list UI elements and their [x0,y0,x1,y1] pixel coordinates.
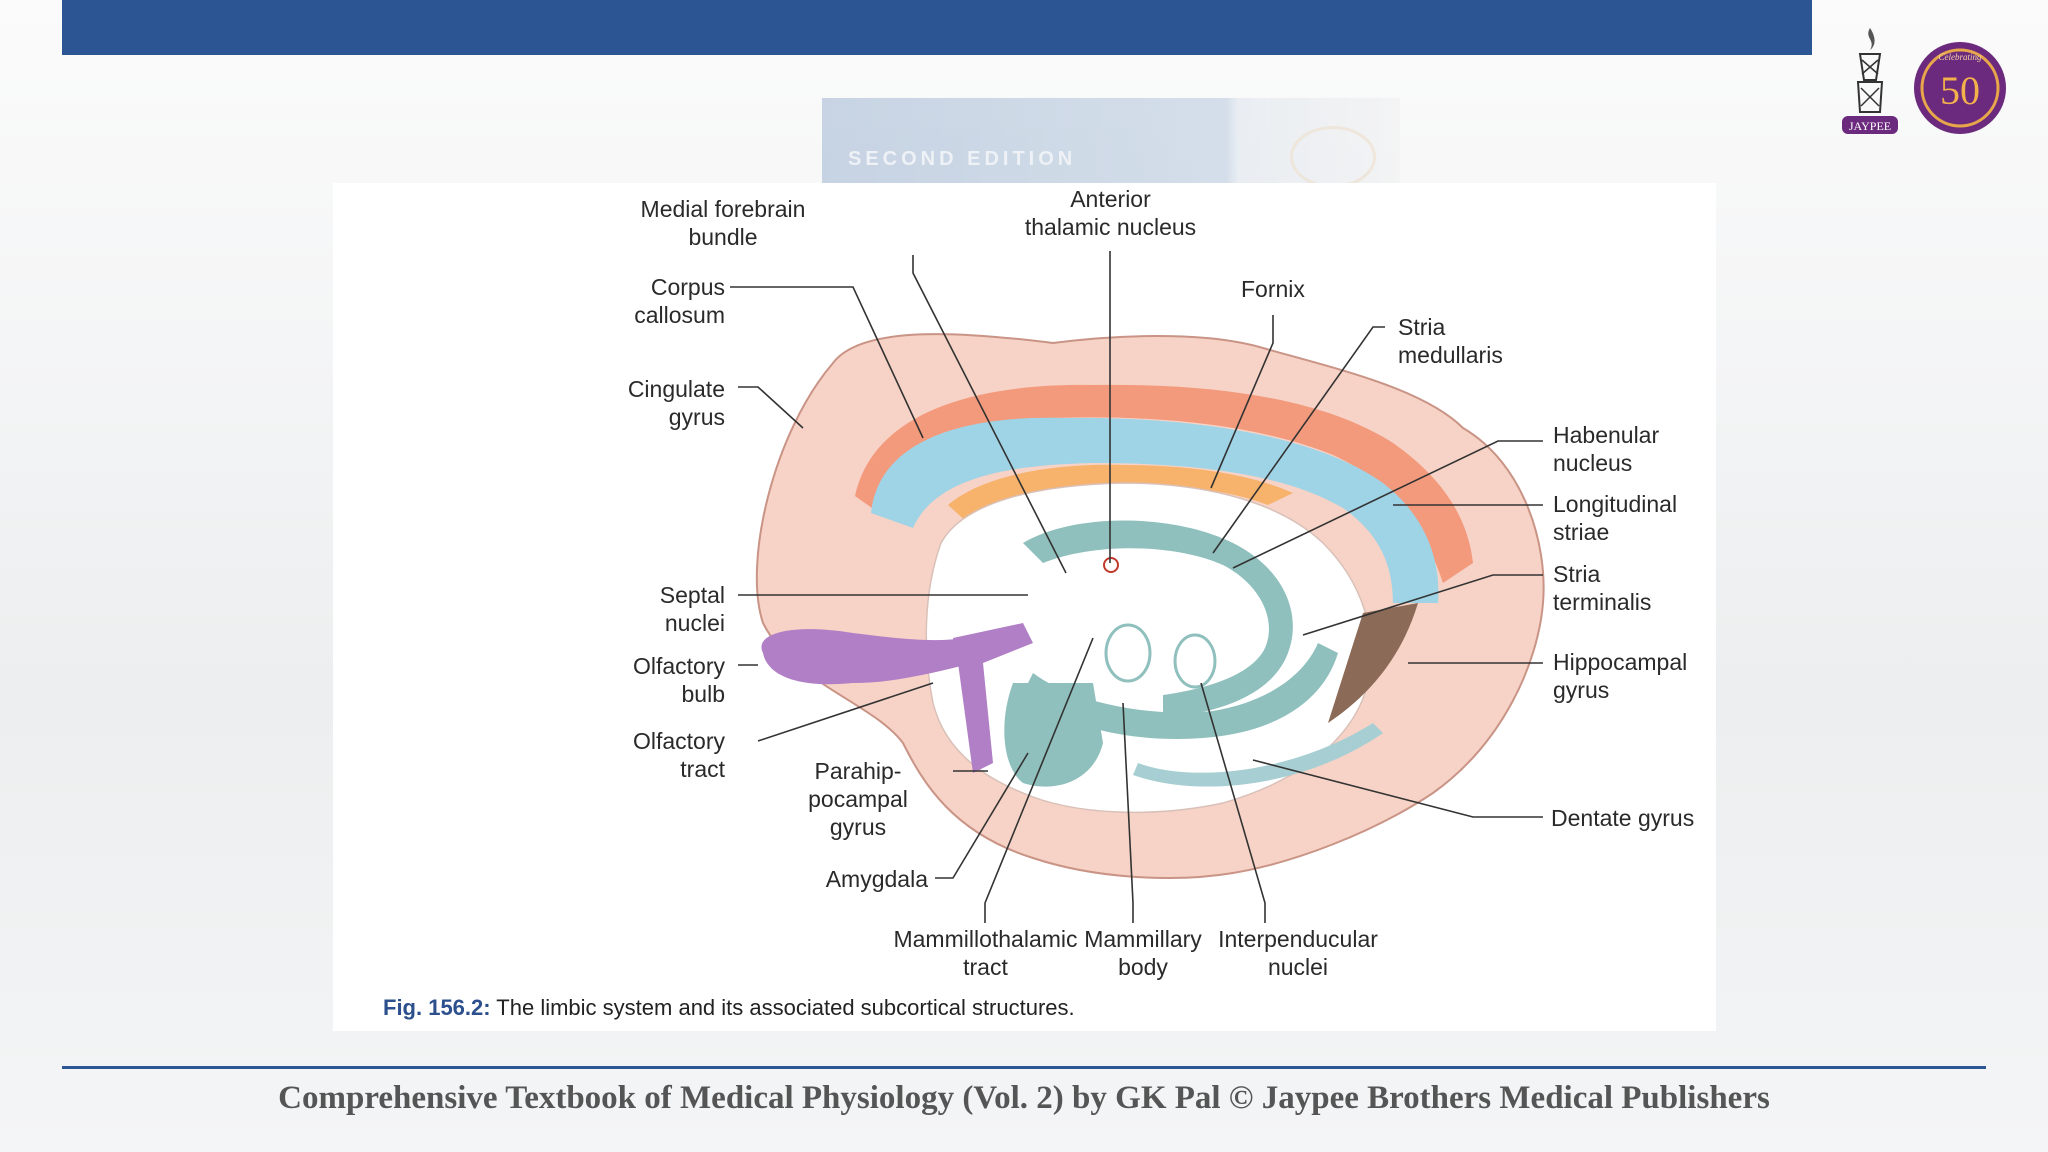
label-dentate-gyrus: Dentate gyrus [1551,805,1695,831]
header-bar [62,0,1812,55]
label-olfactory-tract: Olfactory tract [632,728,725,782]
footer-credit: Comprehensive Textbook of Medical Physio… [278,1080,1770,1116]
cover-seal-icon [1290,126,1376,188]
label-habenular-nucleus: Habenular nucleus [1553,422,1660,476]
olfactory-bulb [761,629,973,685]
label-corpus-callosum: Corpus callosum [634,274,725,328]
label-mammillary-body: Mammillary body [1084,926,1202,980]
corpus-callosum [871,417,1439,603]
label-medial-forebrain-bundle: Medial forebrain bundle [640,196,806,250]
label-cingulate-gyrus: Cingulate gyrus [627,376,725,430]
jaypee-brand-text: JAYPEE [1849,119,1891,133]
label-stria-terminalis: Stria terminalis [1553,561,1652,615]
dentate-strip [1133,723,1383,787]
figure-caption: Fig. 156.2: The limbic system and its as… [383,995,1075,1021]
figure-number: Fig. 156.2: [383,995,491,1020]
mammillary-body-left [1104,623,1152,683]
label-parahippocampal-gyrus: Parahip- pocampal gyrus [808,758,908,840]
figure-caption-text: The limbic system and its associated sub… [490,995,1075,1020]
badge-number-text: 50 [1940,68,1980,113]
label-mammillothalamic-tract: Mammillothalamic tract [893,926,1078,980]
mammillary-body-right [1173,633,1217,689]
label-stria-medullaris: Stria medullaris [1398,314,1503,368]
footer-rule [62,1066,1986,1069]
figure-panel: Medial forebrain bundle Anterior thalami… [333,183,1716,1031]
label-interpeduncular-nuclei: Interpenducular nuclei [1218,926,1378,980]
label-amygdala: Amygdala [825,866,928,892]
teal-lower-arc [1023,643,1338,739]
brown-wedge [1328,603,1418,723]
edition-text: SECOND EDITION [848,148,1077,170]
cingulate-band [855,384,1473,583]
limbic-system-diagram [730,251,1545,923]
leader-lines [730,251,1543,923]
anterior-thalamic-marker [1103,557,1119,573]
label-anterior-thalamic-nucleus: Anterior thalamic nucleus [1024,186,1197,240]
label-fornix: Fornix [1241,276,1305,302]
label-hippocampal-gyrus: Hippocampal gyrus [1553,649,1688,703]
olfactory-tract [953,623,1033,773]
label-longitudinal-striae: Longitudinal striae [1553,491,1678,545]
label-septal-nuclei: Septal nuclei [659,582,725,636]
label-olfactory-bulb: Olfactory bulb [632,653,725,707]
jaypee-logo-icon: JAYPEE Celebrating 50 [1842,28,2006,134]
background-book-cover: SECOND EDITION [822,98,1400,188]
orange-region [948,464,1293,523]
publisher-logo: JAYPEE Celebrating 50 [1830,20,2020,150]
badge-script-text: Celebrating [1939,52,1982,62]
